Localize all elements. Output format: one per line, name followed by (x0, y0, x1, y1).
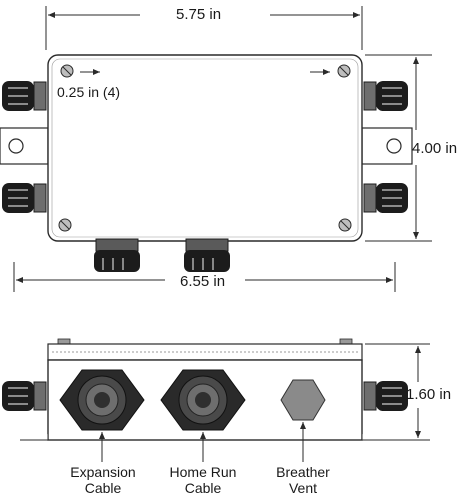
width-dimension (45, 6, 363, 50)
cable-gland-icon (2, 81, 47, 213)
mount-hole-label: 0.25 in (4) (57, 84, 121, 100)
homerun-line2: Cable (184, 480, 222, 496)
callout-arrows (99, 422, 306, 462)
cable-gland-icon (363, 81, 408, 111)
mounting-screw-icon (58, 64, 352, 232)
homerun-line1: Home Run (169, 464, 237, 480)
cable-gland-icon (2, 81, 47, 111)
mounting-flange-left (0, 127, 49, 165)
height-label: 4.00 in (412, 140, 458, 157)
width-label: 5.75 in (176, 6, 222, 23)
breather-vent-label: Breather Vent (263, 464, 343, 496)
enclosure-front-lid (47, 338, 363, 361)
mounting-flange-right (361, 127, 413, 165)
expansion-cable-gland-icon (59, 369, 145, 431)
depth-label: 1.60 in (406, 386, 452, 403)
home-run-cable-label: Home Run Cable (160, 464, 246, 496)
cable-gland-icon (94, 238, 140, 272)
breather-line2: Vent (288, 480, 318, 496)
cable-gland-icon (2, 381, 408, 411)
cable-gland-icon (363, 81, 408, 213)
cable-gland-icon (184, 238, 230, 272)
breather-vent-icon (280, 379, 326, 421)
expansion-line2: Cable (84, 480, 122, 496)
expansion-line1: Expansion (70, 464, 136, 480)
cable-gland-icon (363, 183, 408, 213)
cable-gland-icon (2, 183, 47, 213)
home-run-cable-gland-icon (160, 369, 246, 431)
length-dimension (13, 262, 396, 292)
cable-gland-icon (363, 381, 408, 411)
length-label: 6.55 in (180, 273, 226, 290)
cable-gland-icon (2, 381, 47, 411)
breather-line1: Breather (276, 464, 330, 480)
height-dimension (365, 54, 432, 242)
enclosure-top-view (47, 54, 363, 242)
expansion-cable-label: Expansion Cable (62, 464, 144, 496)
depth-dimension (365, 343, 430, 441)
bottom-flanges (20, 434, 395, 441)
